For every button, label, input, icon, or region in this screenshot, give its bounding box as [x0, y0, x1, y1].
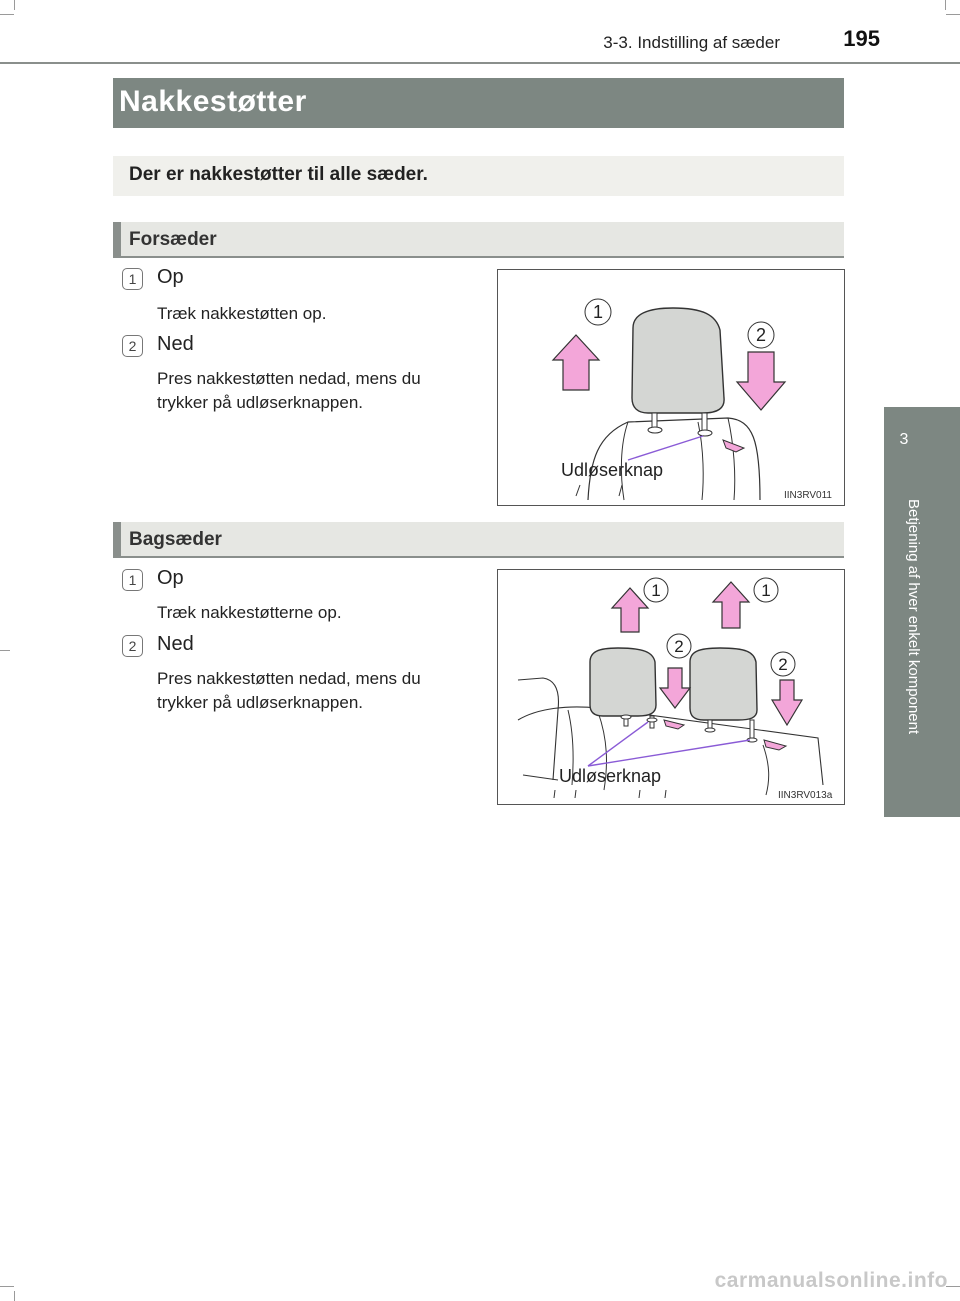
page-title: Nakkestøtter — [119, 85, 307, 118]
step-number-badge: 2 — [122, 635, 143, 657]
step-description-line: Pres nakkestøtten nedad, mens du — [157, 669, 421, 688]
watermark: carmanualsonline.info — [714, 1269, 948, 1292]
step-description-line: trykker på udløserknappen. — [157, 693, 363, 712]
figure-code: IIN3RV013a — [778, 790, 833, 801]
release-button-label: Udløserknap — [561, 460, 664, 480]
step-number-badge: 1 — [122, 569, 143, 591]
running-head: 3-3. Indstilling af sæder — [603, 33, 780, 52]
step-description: Pres nakkestøtten nedad, mens du trykker… — [157, 367, 487, 415]
step-title: Op — [157, 567, 184, 589]
crop-mark — [945, 0, 946, 10]
crop-mark — [0, 1286, 14, 1287]
rear-headrest-drawing: 1 1 2 2 — [517, 577, 824, 799]
chapter-number: 3 — [899, 431, 909, 448]
subsection-title: Forsæder — [129, 229, 217, 250]
callout-number: 1 — [593, 302, 603, 322]
front-headrest-illustration: 1 2 Udløserknap IIN3RV011 — [497, 269, 845, 506]
crop-mark — [0, 14, 14, 15]
subsection-title: Bagsæder — [129, 529, 222, 550]
callout-number: 2 — [674, 637, 683, 656]
callout-number: 2 — [778, 655, 787, 674]
header-divider — [0, 62, 960, 64]
front-headrest-drawing: 1 2 — [551, 298, 787, 501]
step-description-line: Pres nakkestøtten nedad, mens du — [157, 369, 421, 388]
crop-mark — [14, 1291, 15, 1301]
step-description: Pres nakkestøtten nedad, mens du trykker… — [157, 667, 487, 715]
rear-headrest-illustration: 1 1 2 2 Udløserknap IIN3RV013a — [497, 569, 845, 805]
page-number: 195 — [843, 26, 880, 51]
step-description: Træk nakkestøtten op. — [157, 304, 327, 323]
section-title-bar: Nakkestøtter — [113, 78, 844, 128]
step-title: Ned — [157, 333, 194, 355]
chapter-side-tab: 3 Betjening af hver enkelt komponent — [884, 407, 960, 817]
intro-text: Der er nakkestøtter til alle sæder. — [129, 164, 428, 185]
subsection-heading-front: Forsæder — [113, 222, 844, 258]
step-description: Træk nakkestøtterne op. — [157, 603, 342, 622]
release-button-label: Udløserknap — [559, 766, 662, 786]
subsection-heading-rear: Bagsæder — [113, 522, 844, 558]
chapter-label: Betjening af hver enkelt komponent — [905, 499, 922, 735]
figure-code: IIN3RV011 — [784, 490, 832, 501]
crop-mark — [0, 650, 10, 651]
step-title: Ned — [157, 633, 194, 655]
callout-number: 1 — [651, 581, 660, 600]
step-number-badge: 1 — [122, 268, 143, 290]
crop-mark — [946, 1286, 960, 1287]
step-number-badge: 2 — [122, 335, 143, 357]
callout-number: 2 — [756, 325, 766, 345]
crop-mark — [946, 14, 960, 15]
intro-box: Der er nakkestøtter til alle sæder. — [113, 156, 844, 196]
callout-number: 1 — [761, 581, 770, 600]
step-title: Op — [157, 266, 184, 288]
crop-mark — [14, 0, 15, 10]
step-description-line: trykker på udløserknappen. — [157, 393, 363, 412]
